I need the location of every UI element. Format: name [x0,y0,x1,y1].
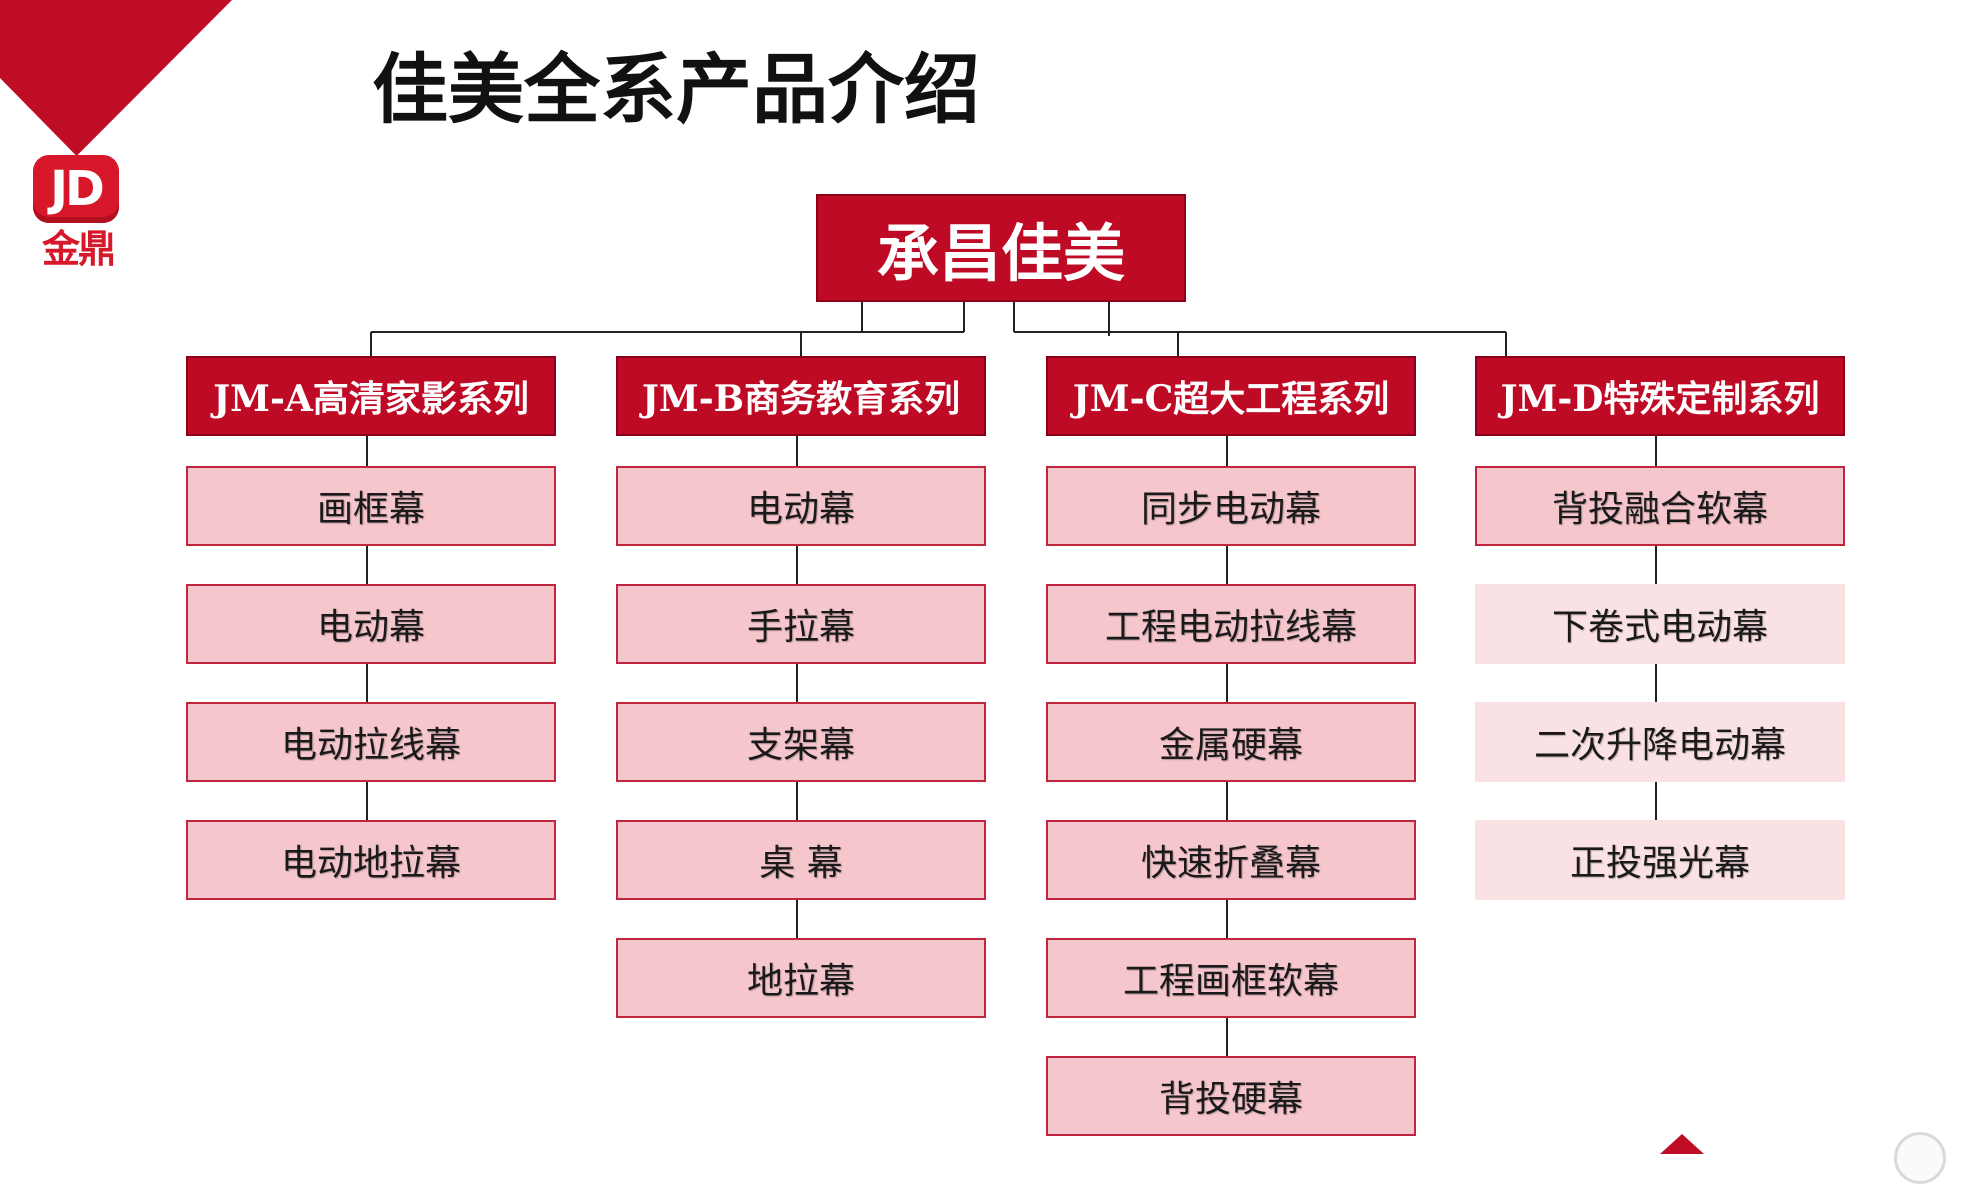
product-node: 工程电动拉线幕 [1046,584,1416,664]
product-node: 地拉幕 [616,938,986,1018]
product-node: 背投硬幕 [1046,1056,1416,1136]
product-node: 快速折叠幕 [1046,820,1416,900]
logo-mark-icon: JD [33,155,119,223]
product-node: 电动幕 [616,466,986,546]
series-node: JM-C超大工程系列 [1046,356,1416,436]
product-node: 同步电动幕 [1046,466,1416,546]
brand-logo: JD 金鼎 [33,155,123,275]
page-title: 佳美全系产品介绍 [372,45,980,134]
product-node: 正投强光幕 [1475,820,1845,900]
product-node: 支架幕 [616,702,986,782]
product-node: 工程画框软幕 [1046,938,1416,1018]
product-node: 手拉幕 [616,584,986,664]
product-node: 金属硬幕 [1046,702,1416,782]
product-node: 背投融合软幕 [1475,466,1845,546]
product-node: 电动幕 [186,584,556,664]
product-node: 电动地拉幕 [186,820,556,900]
series-node: JM-A高清家影系列 [186,356,556,436]
series-node: JM-B商务教育系列 [616,356,986,436]
series-node: JM-D特殊定制系列 [1475,356,1845,436]
root-node: 承昌佳美 [816,194,1186,302]
product-node: 下卷式电动幕 [1475,584,1845,664]
product-node: 桌 幕 [616,820,986,900]
logo-text: 金鼎 [41,227,116,271]
product-node: 电动拉线幕 [186,702,556,782]
product-node: 二次升降电动幕 [1475,702,1845,782]
tree-connectors [366,302,1657,1056]
product-node: 画框幕 [186,466,556,546]
